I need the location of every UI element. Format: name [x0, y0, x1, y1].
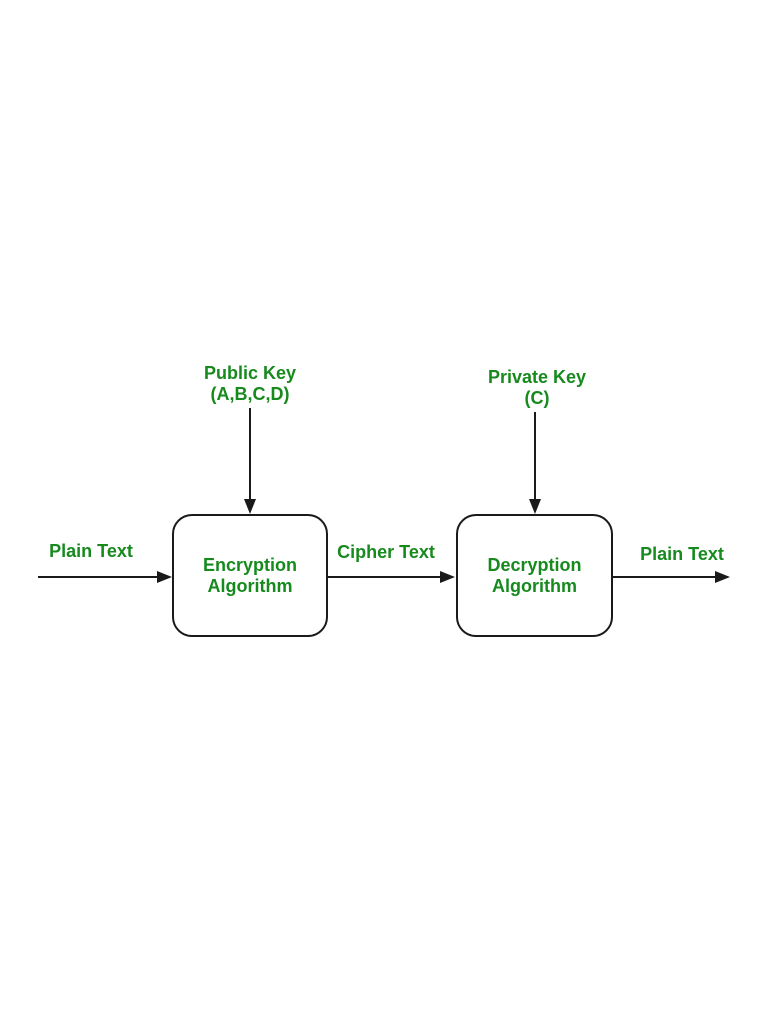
arrowhead-right-icon: [157, 571, 172, 583]
private-key-label-line2: (C): [524, 388, 550, 408]
arrowhead-down-icon: [529, 499, 541, 514]
plain-text-input-label: Plain Text: [49, 541, 133, 561]
plain-text-input-arrow: [38, 571, 172, 583]
encryption-algorithm-node: Encryption Algorithm: [172, 514, 328, 637]
cipher-text-label: Cipher Text: [337, 542, 435, 562]
encryption-node-label-line1: Encryption: [202, 554, 297, 575]
public-key-label: Public Key (A,B,C,D): [170, 363, 330, 405]
private-key-label: Private Key (C): [457, 367, 617, 409]
decryption-node-label-line2: Algorithm: [492, 575, 577, 596]
decryption-node-label-line1: Decryption: [487, 554, 582, 575]
decryption-algorithm-node: Decryption Algorithm: [456, 514, 613, 637]
plain-text-output-arrow: [613, 571, 730, 583]
public-key-arrow: [244, 408, 256, 514]
arrowhead-right-icon: [715, 571, 730, 583]
private-key-arrow: [529, 412, 541, 514]
private-key-label-line1: Private Key: [487, 367, 587, 387]
cipher-text-arrow: [327, 571, 455, 583]
arrowhead-right-icon: [440, 571, 455, 583]
arrowhead-down-icon: [244, 499, 256, 514]
plain-text-output-label: Plain Text: [640, 544, 724, 564]
encryption-node-label-line2: Algorithm: [207, 575, 293, 596]
public-key-label-line1: Public Key: [203, 363, 297, 383]
public-key-label-line2: (A,B,C,D): [210, 384, 290, 404]
